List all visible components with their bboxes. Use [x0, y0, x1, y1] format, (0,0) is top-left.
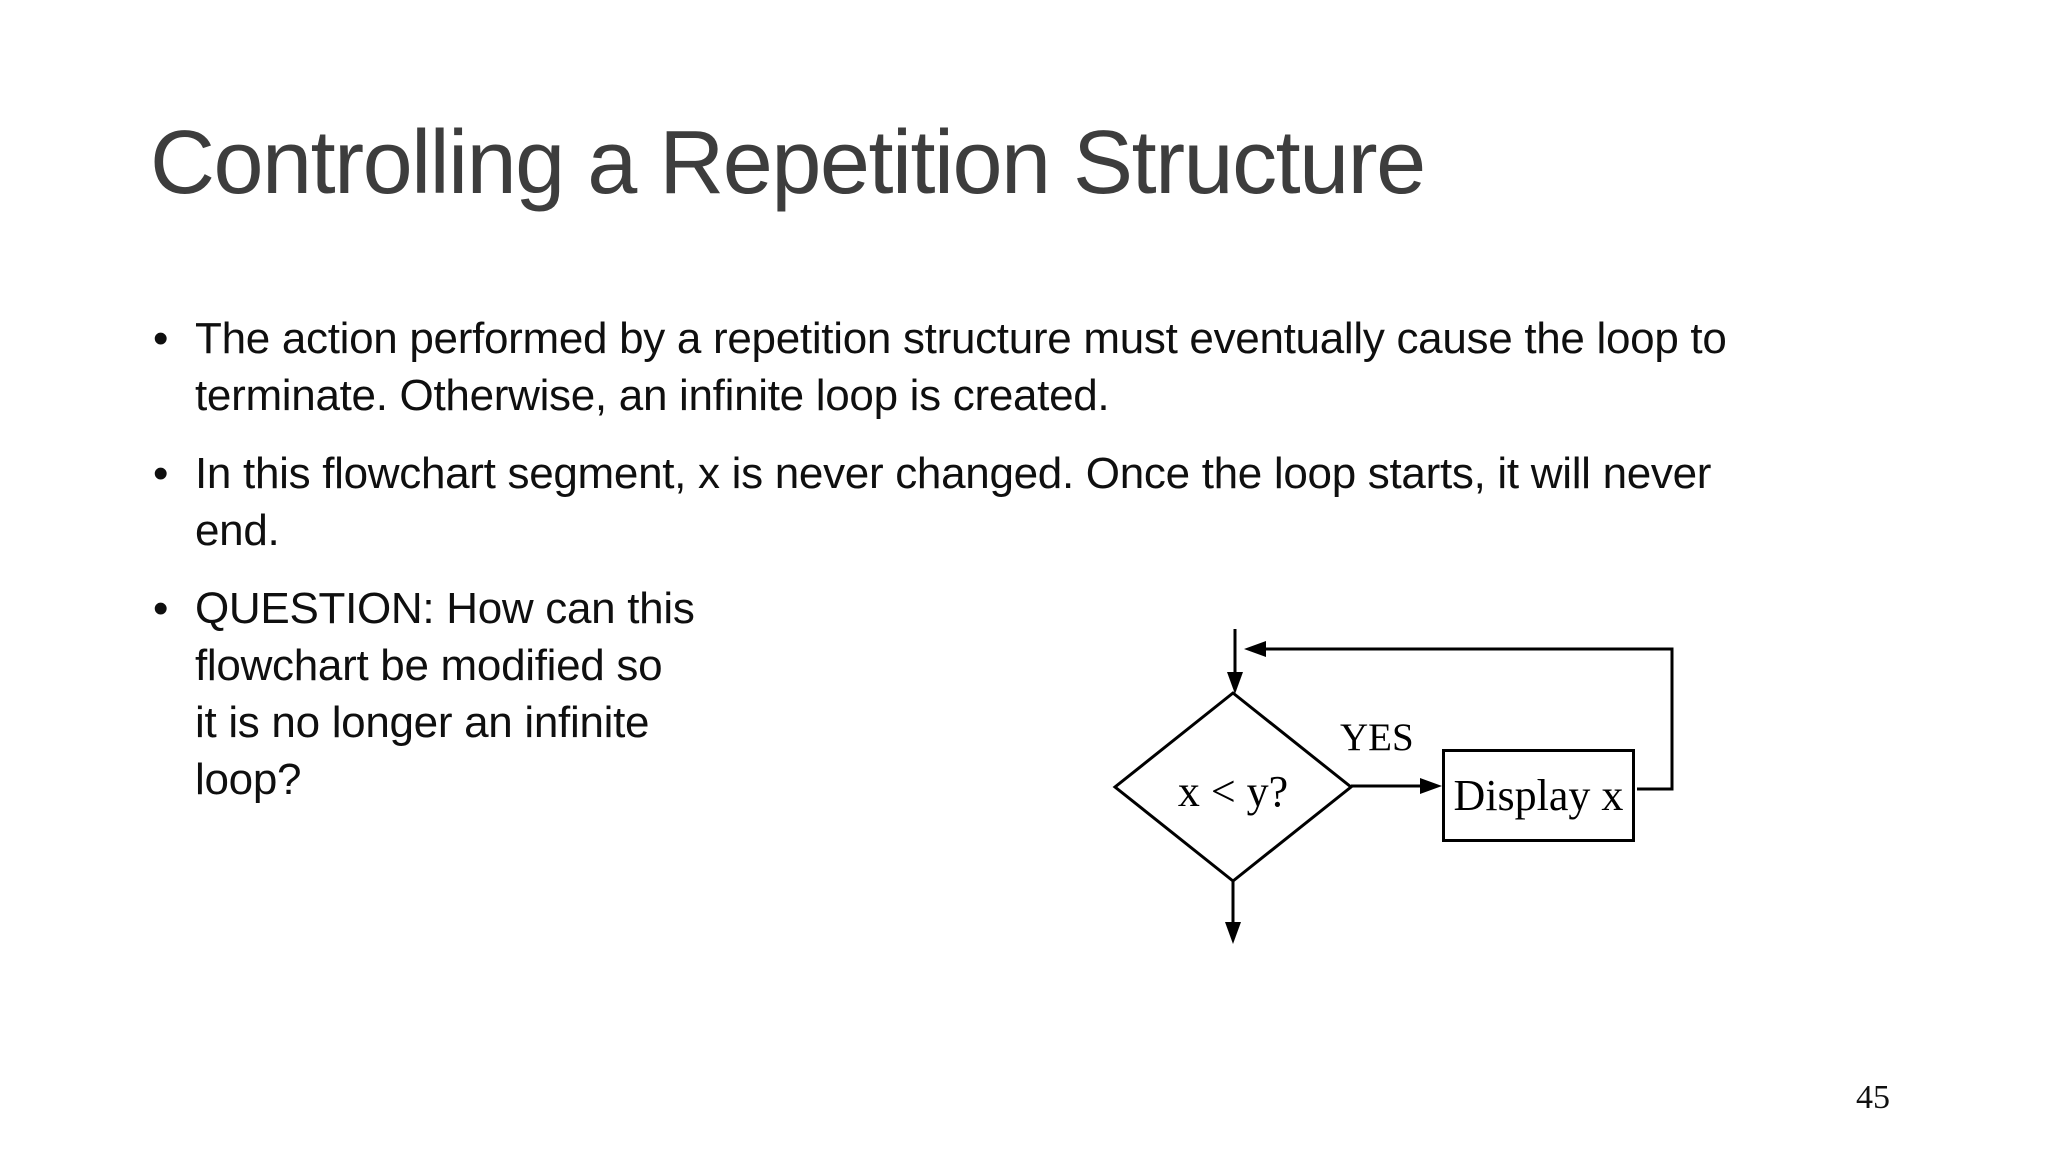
bullet-line: QUESTION: How can this	[195, 584, 695, 633]
slide-title: Controlling a Repetition Structure	[150, 113, 1426, 213]
bullet-item-never-changed: • In this flowchart segment, x is never …	[147, 445, 1727, 559]
process-box-label: Display x	[1453, 771, 1624, 820]
decision-condition-label: x < y?	[1177, 766, 1289, 816]
bullet-item-terminate: • The action performed by a repetition s…	[147, 310, 1727, 424]
bullet-line: flowchart be modified so	[195, 641, 663, 690]
bullet-line: it is no longer an infinite	[195, 698, 650, 747]
bullet-line: loop?	[195, 755, 302, 804]
bullet-dot: •	[153, 584, 169, 633]
bullet-list: • The action performed by a repetition s…	[147, 310, 1727, 829]
bullet-item-question: • QUESTION: How can this flowchart be mo…	[147, 580, 1727, 808]
entry-arrowhead-icon	[1227, 672, 1243, 694]
bullet-dot: •	[153, 314, 169, 363]
yes-arrowhead-icon	[1420, 778, 1442, 794]
bullet-line: The action performed by a repetition str…	[195, 314, 1727, 363]
yes-branch-label: YES	[1340, 716, 1414, 759]
process-box: Display x	[1442, 749, 1635, 842]
bullet-dot: •	[153, 449, 169, 498]
page-number: 45	[1856, 1079, 1890, 1116]
bullet-line: terminate. Otherwise, an infinite loop i…	[195, 371, 1110, 420]
bullet-line: end.	[195, 506, 280, 555]
exit-arrowhead-icon	[1225, 922, 1241, 944]
loopback-arrowhead-icon	[1244, 641, 1266, 657]
bullet-line: In this flowchart segment, x is never ch…	[195, 449, 1712, 498]
flowchart-loopback-line	[1258, 647, 1674, 791]
